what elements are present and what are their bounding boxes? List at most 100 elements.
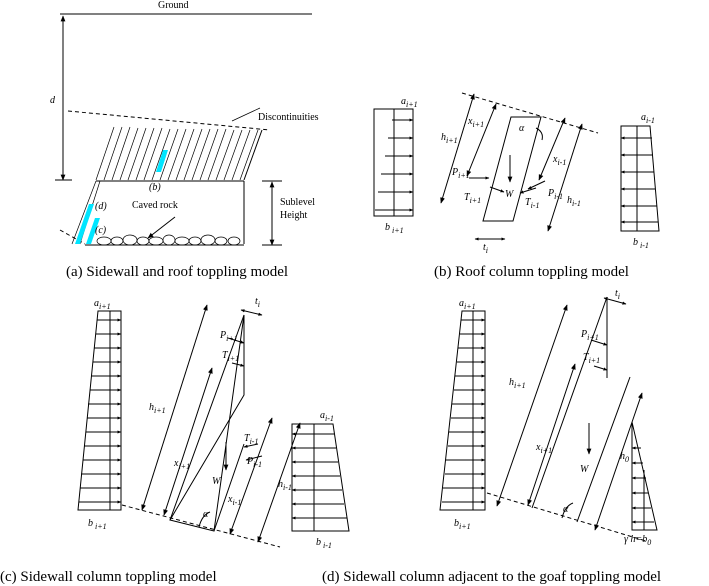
svg-text:ai+1: ai+1 (401, 96, 418, 109)
b-b-right: b (633, 237, 638, 248)
c-right-load-arrows (291, 432, 347, 520)
b-h: h (441, 132, 446, 143)
c-left-load (77, 310, 122, 511)
svg-text:bi+1: bi+1 (454, 518, 471, 531)
c-b-left-sub: i+1 (93, 522, 107, 531)
b-T2-sub: i-1 (531, 201, 540, 210)
caption-b: (b) Roof column toppling model (434, 264, 629, 280)
d-P1: P (580, 329, 587, 340)
roof-column (482, 116, 542, 222)
panel-d: ai+1 bi+1 ti Pi+1 Ti+1 hi+1 xi+1 W h0 α (322, 288, 661, 585)
d-left-load (439, 310, 486, 511)
c-T2: T (244, 433, 251, 444)
c-x2: x (227, 494, 233, 505)
c-alpha: α (203, 509, 209, 520)
svg-text:ai+1: ai+1 (459, 298, 476, 311)
d-x1-sub: i+1 (540, 446, 552, 455)
d-h1: h (509, 377, 514, 388)
c-a-left: a (94, 298, 99, 309)
svg-text:hi+1: hi+1 (441, 132, 458, 145)
b-t: t (483, 242, 486, 253)
b-b-left-sub: i+1 (390, 226, 404, 235)
c-T2-sub: i-1 (250, 437, 259, 446)
c-left-load-arrows (79, 318, 122, 504)
c-W: W (212, 476, 222, 487)
svg-text:Ti-1: Ti-1 (525, 197, 539, 210)
c-b-right: b (316, 537, 321, 548)
svg-text:γ h=b0: γ h=b0 (624, 534, 651, 547)
d-gh: γ h=b (624, 534, 647, 545)
c-alpha-arc (198, 511, 211, 528)
svg-text:hi+1: hi+1 (509, 377, 526, 390)
c-right-load (291, 423, 350, 532)
c-x2-dimension (229, 417, 273, 535)
svg-text:hi-1: hi-1 (567, 195, 581, 208)
b-x2-sub: i-1 (557, 158, 566, 167)
roof-column-highlight (156, 150, 168, 172)
b-P2: P (547, 188, 554, 199)
discontinuities-label: Discontinuities (258, 112, 319, 123)
panel-a: Ground d Disco (50, 0, 319, 280)
d-W: W (580, 464, 590, 475)
c-x1: x (173, 458, 179, 469)
c-h2: h (278, 479, 283, 490)
svg-text:ai-1: ai-1 (320, 410, 334, 423)
svg-text:Pi-1: Pi-1 (246, 456, 262, 469)
caption-c: (c) Sidewall column toppling model (0, 569, 217, 585)
right-load-arrows (620, 136, 658, 224)
height-label: Height (280, 210, 307, 221)
caption-a: (a) Sidewall and roof toppling model (66, 264, 288, 280)
svg-text:Ti+1: Ti+1 (583, 352, 600, 365)
b-h-dimension (440, 93, 475, 204)
c-a-right-sub: i-1 (325, 414, 334, 423)
svg-text:xi+1: xi+1 (467, 116, 484, 129)
svg-text:Pi+1: Pi+1 (451, 167, 470, 180)
b-b-left: b (385, 222, 390, 233)
b-h2-dimension (547, 123, 583, 232)
d-h0-sub: 0 (625, 455, 629, 464)
b-W: W (505, 189, 515, 200)
panel-b: ai+1 b i+1 hi+1 xi+1 Pi+1 Ti+1 α W xi-1 … (373, 92, 660, 280)
svg-text:xi+1: xi+1 (173, 458, 190, 471)
b-a-right: a (641, 112, 646, 123)
svg-text:Pi+1: Pi+1 (580, 329, 599, 342)
c-h2-sub: i-1 (283, 483, 292, 492)
caption-d: (d) Sidewall column adjacent to the goaf… (322, 569, 661, 585)
d-h1-dimension (496, 304, 568, 507)
c-a-right: a (320, 410, 325, 421)
svg-text:hi-1: hi-1 (278, 479, 292, 492)
c-P1-sub: i+1 (226, 334, 238, 343)
mark-d: (d) (95, 201, 107, 212)
d-T1-sub: i+1 (589, 356, 601, 365)
b-x2-dimension (538, 117, 566, 181)
d-right-load-arrows (631, 446, 654, 524)
c-t-sub: i (258, 300, 260, 309)
d-gh-sub: 0 (647, 538, 651, 547)
svg-text:b i+1: b i+1 (385, 222, 404, 235)
d-b-left: b (454, 518, 459, 529)
b-x-dimension (466, 103, 497, 177)
panel-c: a i+1 b i+1 ti Pi+1 Ti+1 h i+1 xi+1 Ti-1 P… (0, 296, 350, 585)
b-a-left-sub: i+1 (406, 100, 418, 109)
svg-text:b i+1: b i+1 (88, 518, 107, 531)
d-t: t (615, 288, 618, 299)
c-t-dimension (240, 309, 263, 316)
b-T2: T (525, 197, 532, 208)
b-T1: T (464, 192, 471, 203)
c-b-right-sub: i-1 (321, 541, 332, 550)
svg-text:Pi+1: Pi+1 (219, 330, 238, 343)
c-b-left: b (88, 518, 93, 529)
svg-text:xi-1: xi-1 (552, 154, 566, 167)
left-load-arrows (375, 118, 414, 212)
b-h-sub: i+1 (446, 136, 458, 145)
svg-text:h0: h0 (620, 451, 629, 464)
c-h1-sub: i+1 (154, 406, 166, 415)
c-x1-dimension (163, 367, 213, 516)
b-P1-sub: i+1 (458, 171, 470, 180)
b-alpha-arc (535, 127, 543, 141)
svg-text:ti: ti (255, 296, 260, 309)
c-T1: T (222, 350, 229, 361)
caved-rock (96, 234, 241, 246)
c-P2: P (246, 456, 253, 467)
